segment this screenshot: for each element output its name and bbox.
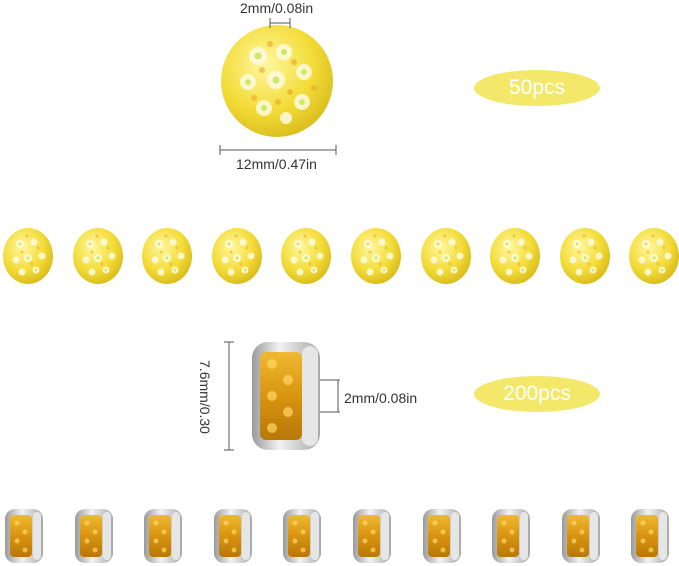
- ball-bead-row: [0, 226, 679, 288]
- ball-hole-dimension-line: [269, 18, 291, 28]
- ball-bead-item: [420, 226, 472, 286]
- ball-bead-hero-image: [221, 25, 333, 137]
- rondelle-item: [422, 508, 462, 564]
- rondelle-item: [630, 508, 670, 564]
- ball-bead-item: [280, 226, 332, 286]
- rondelle-height-dimension-line: [224, 341, 234, 451]
- rondelle-item: [4, 508, 44, 564]
- ball-bead-item: [211, 226, 263, 286]
- rondelle-diameter-label: 7.6mm/0.30: [196, 360, 213, 434]
- ball-bead-item: [141, 226, 193, 286]
- ball-hole-label: 2mm/0.08in: [240, 0, 314, 16]
- rondelle-item: [352, 508, 392, 564]
- ball-bead-item: [350, 226, 402, 286]
- rondelle-item: [213, 508, 253, 564]
- rondelle-item: [561, 508, 601, 564]
- rondelle-item: [491, 508, 531, 564]
- ball-diameter-dimension-line: [219, 145, 337, 155]
- ball-bead-item: [628, 226, 679, 286]
- ball-quantity-label: 50pcs: [508, 76, 566, 99]
- ball-quantity-badge: 50pcs: [474, 70, 600, 106]
- rondelle-item: [282, 508, 322, 564]
- ball-bead-item: [72, 226, 124, 286]
- rondelle-quantity-badge: 200pcs: [474, 376, 600, 412]
- ball-bead-hero: [218, 22, 336, 140]
- ball-bead-item: [489, 226, 541, 286]
- rondelle-thickness-label: 2mm/0.08in: [344, 390, 418, 406]
- rondelle-quantity-label: 200pcs: [503, 382, 571, 405]
- rondelle-item: [143, 508, 183, 564]
- ball-bead-item: [559, 226, 611, 286]
- ball-bead-item: [2, 226, 54, 286]
- rondelle-item: [74, 508, 114, 564]
- rondelle-hero-image: [252, 342, 320, 450]
- rondelle-thickness-dimension-line: [320, 379, 340, 413]
- ball-diameter-label: 12mm/0.47in: [236, 156, 317, 172]
- rondelle-hero: [250, 340, 322, 452]
- rondelle-row: [0, 508, 679, 564]
